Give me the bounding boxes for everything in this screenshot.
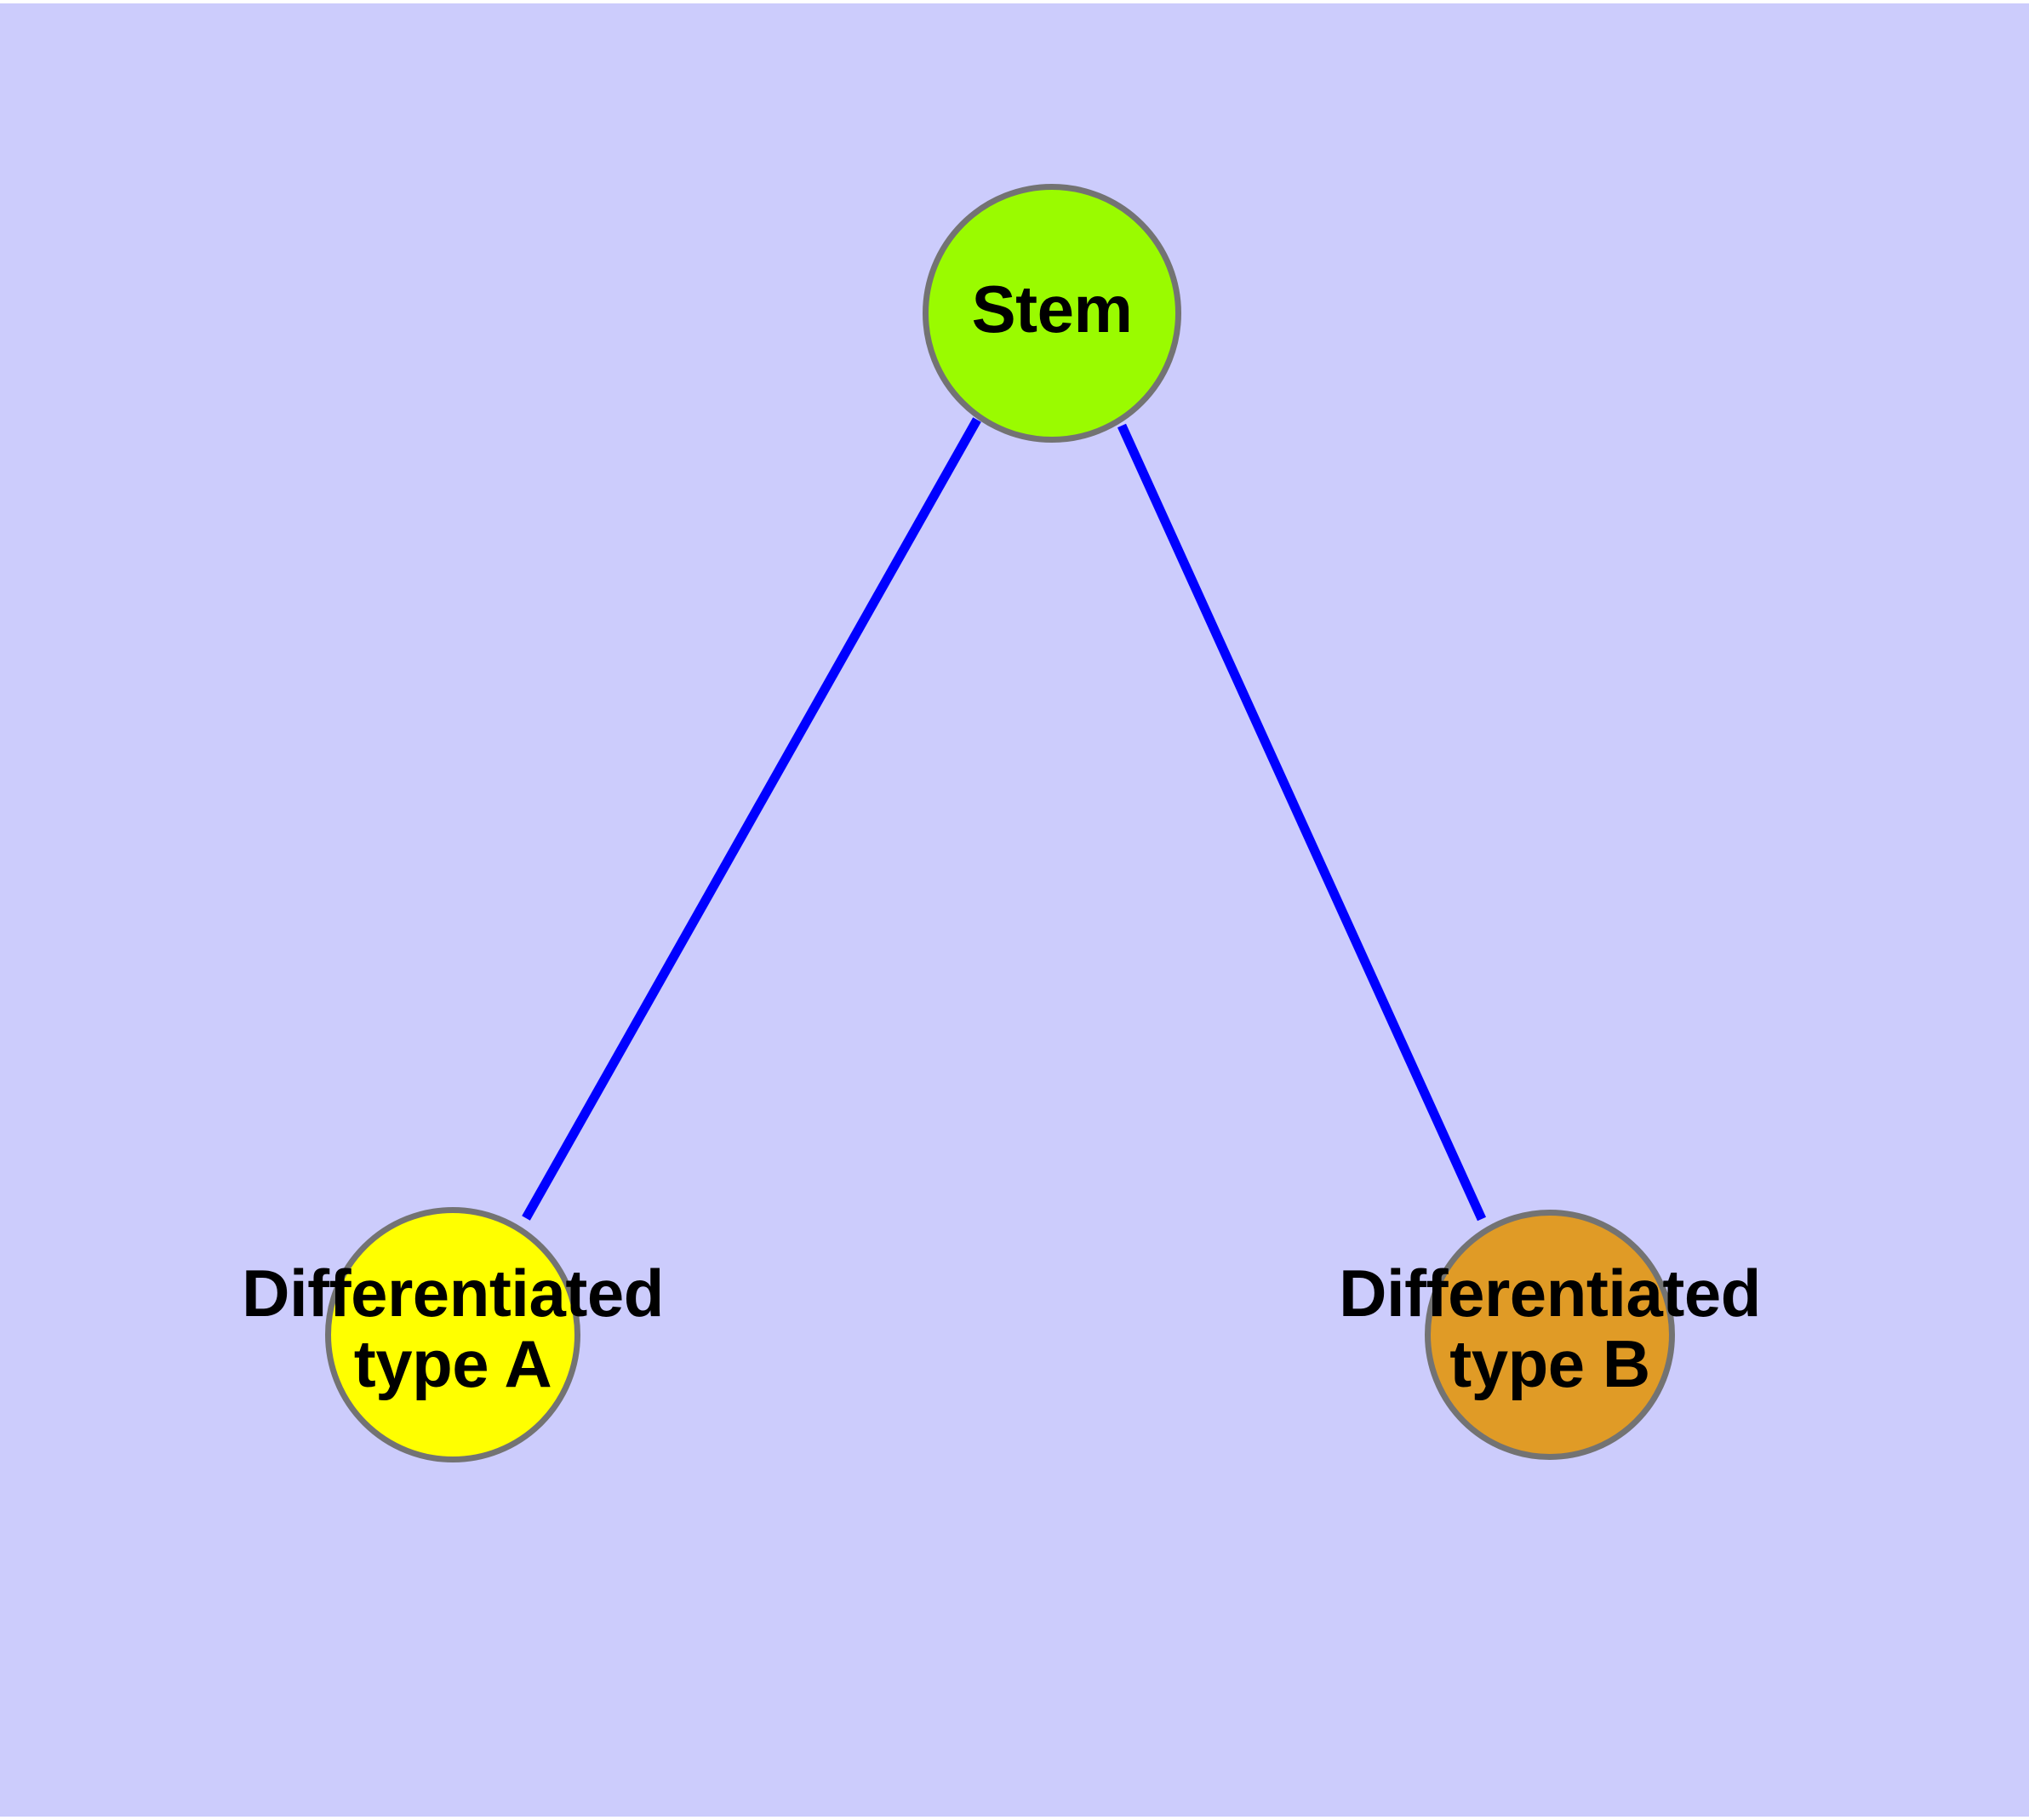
node-layer bbox=[325, 184, 1675, 1462]
edge-stem-to-differentiated-type-b bbox=[1117, 423, 1487, 1222]
edge-stem-to-differentiated-type-a bbox=[522, 417, 981, 1221]
edge-layer bbox=[522, 417, 1487, 1222]
node-differentiated-type-a[interactable] bbox=[325, 1207, 580, 1462]
node-stem[interactable] bbox=[923, 184, 1181, 443]
node-differentiated-type-b[interactable] bbox=[1425, 1210, 1675, 1460]
